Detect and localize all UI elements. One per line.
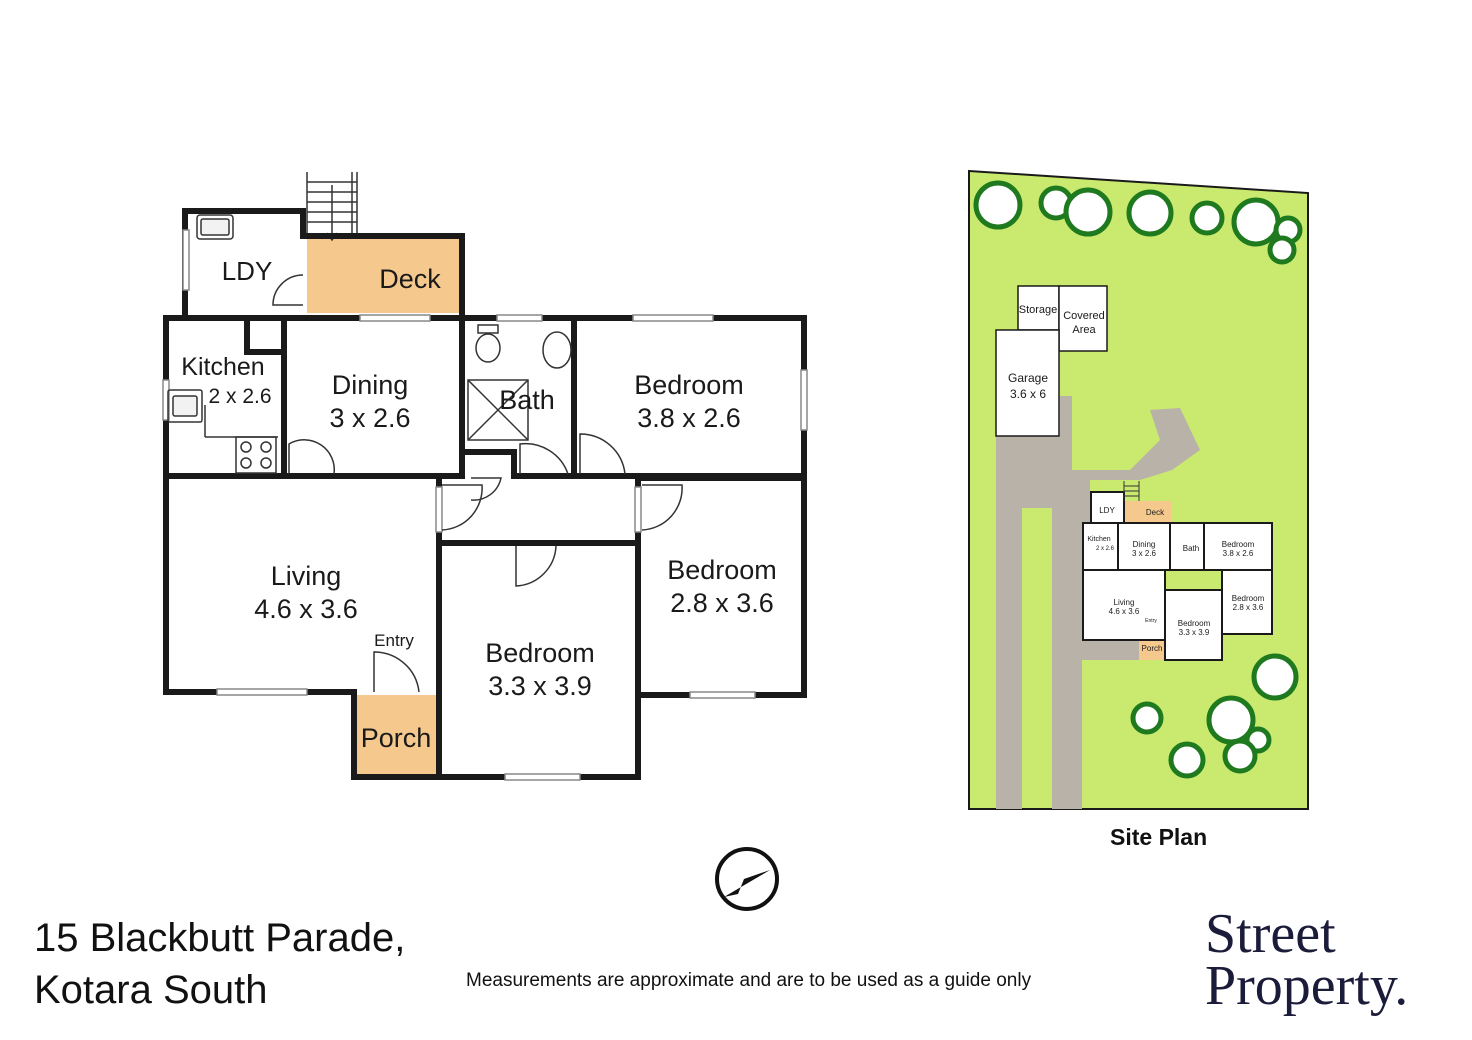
dining-label: Dining [332,370,409,400]
tree-icon [1189,200,1225,236]
site-plan-title: Site Plan [1110,824,1208,850]
driveway [996,396,1200,809]
bedroom1-label: Bedroom [634,370,744,400]
tree-icon [1130,701,1164,735]
site-living-dim: 4.6 x 3.6 [1109,607,1140,616]
address-line-2: Kotara South [34,968,268,1012]
mini-house [1082,481,1273,661]
outbuildings [995,285,1108,437]
site-garage-label: Garage [1008,371,1048,385]
site-covered-label: Covered [1063,310,1105,322]
bath-label: Bath [499,385,555,415]
doors [272,274,683,693]
site-deck-label: Deck [1146,508,1165,517]
site-bed3-label: Bedroom [1178,619,1211,628]
tree-icon [1126,189,1174,237]
living-label: Living [271,561,342,591]
site-dining-label: Dining [1133,540,1156,549]
site-ldy-label: LDY [1099,506,1115,515]
bedroom3-dim: 3.3 x 3.9 [488,671,592,701]
tree-icon [1168,741,1206,779]
tree-icon [1063,187,1113,237]
brand-logo: Street Property. [1205,903,1409,1017]
tree-icon [1222,738,1258,774]
bedroom2-dim: 2.8 x 3.6 [670,588,774,618]
property-address: 15 Blackbutt Parade, Kotara South [34,912,405,1016]
site-area-label: Area [1072,324,1096,336]
site-living-label: Living [1114,598,1135,607]
site-dining-dim: 3 x 2.6 [1132,549,1157,558]
site-bed2-dim: 2.8 x 3.6 [1233,603,1264,612]
brand-line-1: Street [1205,903,1336,965]
site-bath-label: Bath [1183,544,1199,553]
porch-label: Porch [361,723,432,753]
stairs [306,172,358,242]
tree-icon [1251,653,1299,701]
site-storage-label: Storage [1019,304,1058,316]
kitchen-dim: 2 x 2.6 [208,385,271,408]
measurement-disclaimer: Measurements are approximate and are to … [466,970,1032,991]
site-bed1-label: Bedroom [1222,540,1255,549]
entry-label: Entry [374,631,414,650]
tree-icon [1267,235,1297,265]
tree-icon [1231,197,1281,247]
porch-area [354,695,439,777]
deck-area [307,236,462,313]
site-kitchen-dim: 2 x 2.6 [1096,546,1115,552]
address-line-1: 15 Blackbutt Parade, [34,916,406,960]
site-porch-label: Porch [1142,644,1163,653]
brand-line-2: Property. [1205,955,1409,1017]
windows [162,229,808,781]
site-bed2-label: Bedroom [1232,594,1265,603]
dining-dim: 3 x 2.6 [329,403,410,433]
bedroom1-dim: 3.8 x 2.6 [637,403,741,433]
bedroom2-label: Bedroom [667,555,777,585]
tree-icon [973,180,1023,230]
kitchen-label: Kitchen [181,353,264,381]
bedroom3-label: Bedroom [485,638,595,668]
living-dim: 4.6 x 3.6 [254,594,358,624]
ldy-label: LDY [222,256,273,286]
fixtures [167,214,572,474]
site-garage-dim: 3.6 x 6 [1010,387,1046,401]
site-bed3-dim: 3.3 x 3.9 [1179,628,1210,637]
north-arrow-icon [715,847,779,911]
trees [973,180,1303,779]
deck-label: Deck [379,264,441,294]
site-bed1-dim: 3.8 x 2.6 [1223,549,1254,558]
site-kitchen-label: Kitchen [1087,536,1110,543]
site-entry-label: Entry [1145,618,1157,624]
